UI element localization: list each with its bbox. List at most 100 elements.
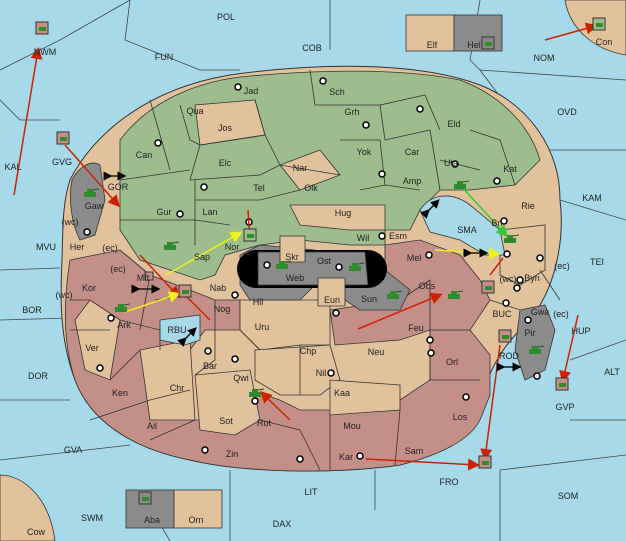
tank-unit-rot[interactable] (249, 388, 265, 397)
territory-ail[interactable]: Ail (147, 421, 157, 431)
territory-neu[interactable]: Neu (368, 347, 385, 357)
fleet-unit-con[interactable] (592, 17, 606, 31)
territory-web[interactable]: Web (286, 273, 304, 283)
territory-eun[interactable]: Eun (324, 295, 340, 305)
territory-grh[interactable]: Grh (344, 107, 359, 117)
territory-nil[interactable]: Nil (316, 368, 327, 378)
territory-sch[interactable]: Sch (329, 87, 345, 97)
territory-nor[interactable]: Nor (225, 242, 240, 252)
territory-obs[interactable]: Obs (419, 281, 436, 291)
territory-ken[interactable]: Ken (112, 388, 128, 398)
sea-dor: DOR (28, 371, 49, 381)
territory-eld[interactable]: Eld (447, 119, 460, 129)
territory-tel[interactable]: Tel (253, 183, 265, 193)
territory-kor[interactable]: Kor (82, 283, 96, 293)
territory-yok[interactable]: Yok (357, 147, 372, 157)
territory-ost[interactable]: Ost (317, 256, 332, 266)
territory-orl[interactable]: Orl (446, 357, 458, 367)
territory-chp[interactable]: Chp (300, 346, 317, 356)
tank-unit-her[interactable] (164, 241, 180, 250)
territory-sot[interactable]: Sot (219, 416, 233, 426)
territory-byn[interactable]: Byn (524, 273, 540, 283)
coast-ec-kor: (ec) (110, 264, 126, 274)
territory-gwa[interactable]: Gwa (531, 307, 550, 317)
fleet-unit-aba[interactable] (138, 491, 152, 505)
fleet-unit-hel[interactable] (481, 36, 495, 50)
tank-unit-uta[interactable] (454, 180, 470, 189)
territory-feu[interactable]: Feu (408, 323, 424, 333)
fleet-units (35, 17, 606, 505)
territory-chr[interactable]: Chr (170, 383, 185, 393)
territory-uta[interactable]: Uta (444, 158, 458, 168)
territory-jad[interactable]: Jad (244, 86, 259, 96)
territory-los[interactable]: Los (453, 412, 468, 422)
territory-kar[interactable]: Kar (339, 452, 353, 462)
territory-ver[interactable]: Ver (85, 343, 99, 353)
fleet-unit-mft[interactable] (144, 271, 154, 281)
territory-car[interactable]: Car (405, 147, 420, 157)
tank-unit-bri[interactable] (504, 234, 520, 243)
sea-hup: HUP (571, 326, 590, 336)
territory-nog[interactable]: Nog (214, 304, 231, 314)
territory-bri[interactable]: Bri (492, 218, 503, 228)
territory-qua[interactable]: Qua (186, 106, 203, 116)
territory-hil[interactable]: Hil (253, 297, 264, 307)
territory-sam[interactable]: Sam (405, 446, 424, 456)
offboard-gvg: GVG (52, 157, 72, 167)
fleet-unit-gvp[interactable] (555, 377, 569, 391)
territory-kat[interactable]: Kat (503, 164, 517, 174)
territory-ark[interactable]: Ark (117, 320, 131, 330)
coast-markers: (wc) (ec) (ec) (wc) (wc) (ec) (ec) (56, 217, 570, 319)
tank-unit-sun[interactable] (387, 290, 403, 299)
fleet-unit-nog[interactable] (178, 284, 192, 298)
tank-unit-pir[interactable] (529, 345, 545, 354)
tank-unit-obs[interactable] (448, 290, 464, 299)
territory-esm[interactable]: Esm (389, 231, 407, 241)
territory-wil[interactable]: Wil (357, 233, 370, 243)
territory-gur[interactable]: Gur (156, 207, 171, 217)
territory-qwi[interactable]: Qwi (233, 373, 249, 383)
tank-unit-ost[interactable] (349, 262, 365, 271)
fleet-unit-gvg[interactable] (56, 131, 70, 145)
supply-centers (83, 77, 544, 463)
tank-unit-web[interactable] (276, 260, 292, 269)
territory-amp[interactable]: Amp (403, 176, 422, 186)
sea-labels: POL FUN COB NOM OVD KAL KAM TEI ALT MVU … (4, 12, 620, 529)
territory-skr[interactable]: Skr (285, 252, 299, 262)
territory-nar[interactable]: Nar (293, 163, 308, 173)
tank-unit-gaw[interactable] (84, 188, 100, 197)
coast-wc-gaw: (wc) (62, 217, 79, 227)
territory-kaa[interactable]: Kaa (334, 388, 350, 398)
territory-can[interactable]: Can (136, 150, 153, 160)
territory-her[interactable]: Her (70, 242, 85, 252)
territory-sap[interactable]: Sap (194, 252, 210, 262)
fleet-unit-rod[interactable] (498, 329, 512, 343)
territory-gaw[interactable]: Gaw (85, 201, 104, 211)
fleet-unit-nor[interactable] (243, 228, 257, 242)
territory-mel[interactable]: Mel (407, 253, 422, 263)
territory-uru[interactable]: Uru (255, 322, 270, 332)
coast-ec-her: (ec) (102, 243, 118, 253)
sea-alt: ALT (604, 367, 620, 377)
territory-hug[interactable]: Hug (335, 208, 352, 218)
territory-mft[interactable]: Mft (137, 273, 150, 283)
territory-pir[interactable]: Pir (525, 328, 536, 338)
fleet-unit-nwm[interactable] (35, 21, 49, 35)
territory-zin[interactable]: Zin (226, 449, 239, 459)
fleet-unit-fro[interactable] (478, 455, 492, 469)
territory-mou[interactable]: Mou (343, 421, 361, 431)
territory-lan[interactable]: Lan (202, 207, 217, 217)
territory-nab[interactable]: Nab (210, 283, 227, 293)
offboard-labels: NWM GVG Con GVP Cow Elf Hel Aba Orn (27, 37, 612, 537)
fleet-unit-byn[interactable] (481, 280, 495, 294)
territory-rot[interactable]: Rot (257, 418, 272, 428)
territory-sun[interactable]: Sun (361, 294, 377, 304)
territory-olk[interactable]: Olk (304, 183, 318, 193)
coast-wc-byn: (wc) (500, 274, 517, 284)
territory-bar[interactable]: Bar (203, 361, 217, 371)
territory-elc[interactable]: Elc (219, 158, 232, 168)
tank-unit-ark[interactable] (115, 303, 131, 312)
territory-jos[interactable]: Jos (218, 123, 233, 133)
territory-rie[interactable]: Rie (521, 201, 535, 211)
